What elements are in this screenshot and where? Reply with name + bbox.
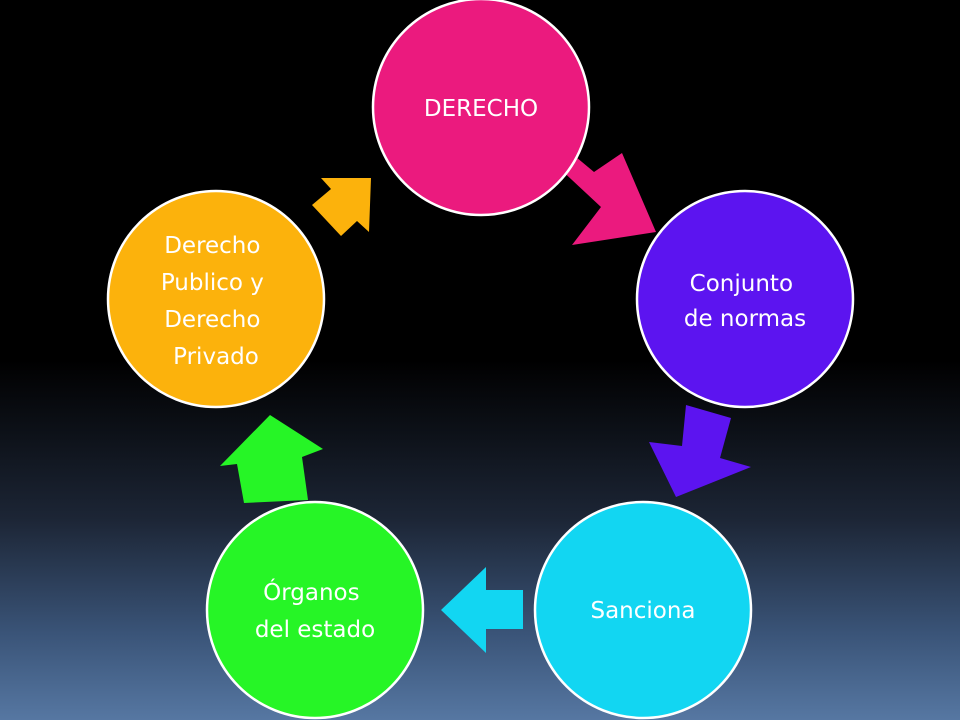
arrow-sanciona-to-organos	[441, 567, 523, 653]
node-conjunto-de-normas: Conjunto de normas	[635, 189, 855, 409]
node-organos-label: Órganos del estado	[255, 578, 375, 643]
node-sanciona: Sanciona	[533, 500, 753, 720]
arrow-conjunto-to-sanciona	[649, 405, 751, 497]
node-publico-label: Derecho Publico y Derecho Privado	[161, 233, 271, 370]
node-derecho: DERECHO	[371, 0, 591, 217]
node-conjunto-label: Conjunto de normas	[684, 271, 806, 332]
arrow-organos-to-publico	[220, 415, 323, 503]
node-sanciona-label: Sanciona	[590, 598, 695, 624]
node-organos-del-estado: Órganos del estado	[205, 500, 425, 720]
arrow-publico-to-derecho	[312, 178, 371, 236]
arrow-derecho-to-conjunto	[557, 152, 656, 245]
node-derecho-label: DERECHO	[424, 96, 538, 122]
node-derecho-publico-privado: Derecho Publico y Derecho Privado	[106, 189, 326, 409]
